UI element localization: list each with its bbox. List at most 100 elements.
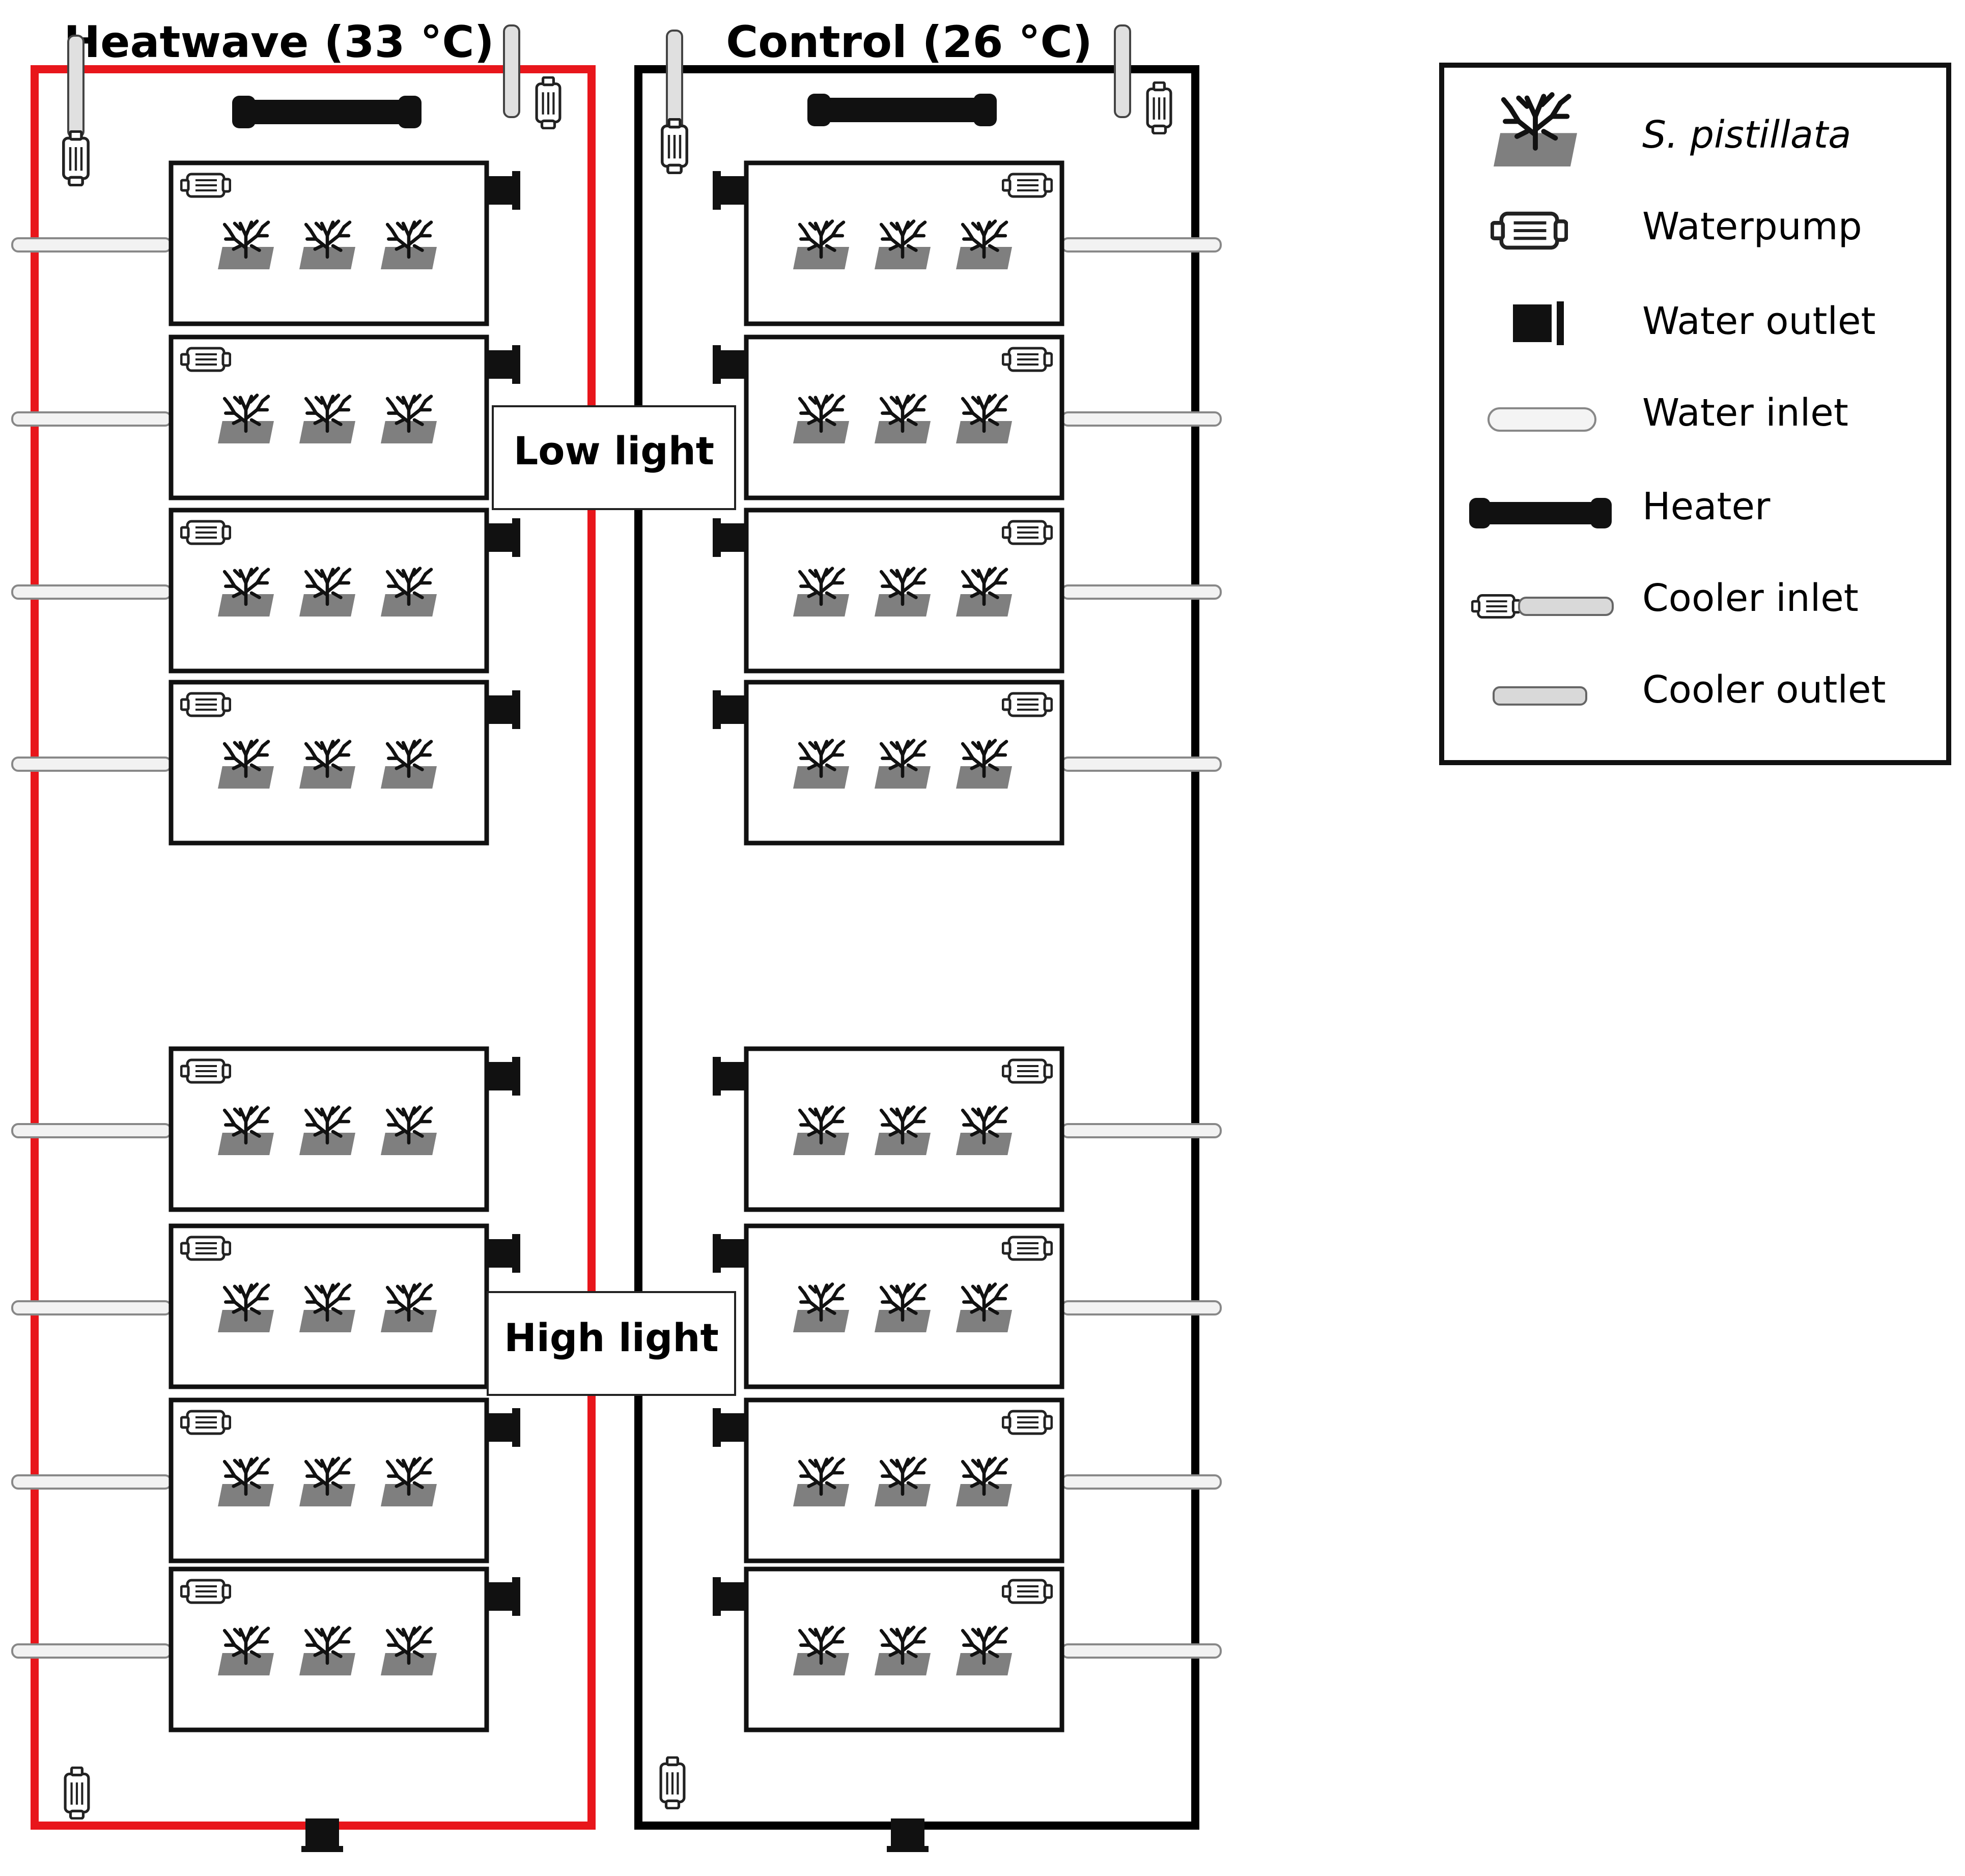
waterpump-icon [1003,1411,1052,1434]
heatwave-main-outlet [305,1818,339,1849]
waterpump-icon [181,1060,230,1082]
water-inlet-pipe [11,584,172,600]
heatwave-cooler-inlet-pump [64,131,88,185]
low-light-label: Low light [514,428,714,473]
water-inlet-pipe [1061,1123,1222,1138]
legend-label-water-inlet: Water inlet [1642,391,1848,435]
waterpump-icon [181,521,230,544]
control-heater-cap-left [807,94,831,126]
waterpump-icon [1003,174,1052,197]
control-low-light-tank-1 [713,160,1222,326]
water-outlet-flange [713,690,721,729]
water-outlet-flange [512,518,520,557]
heatwave-title: Heatwave (33 °C) [64,17,494,68]
waterpump-icon [181,1580,230,1603]
water-outlet-flange [512,345,520,384]
cooler-inlet-icon [1472,595,1614,617]
waterpump-icon [181,348,230,371]
control-system-pump-bottom [661,1757,684,1808]
heatwave-high-light-tank-6 [11,1223,520,1389]
legend-label-cooler-outlet: Cooler outlet [1642,668,1886,712]
heatwave-main-outlet-flange [301,1846,343,1852]
water-outlet [717,1582,746,1611]
water-inlet-pipe [1061,584,1222,600]
heatwave-high-light-tank-5 [11,1046,520,1212]
water-inlet-pipe [11,237,172,253]
legend: S. pistillata Waterpump Water outlet Wat… [1439,63,1951,765]
water-outlet-flange [713,171,721,210]
control-low-light-tank-4 [713,680,1222,846]
control-high-light-tank-7 [713,1397,1222,1563]
control-title: Control (26 °C) [726,17,1092,68]
heater-icon [1469,498,1612,528]
water-inlet-pipe [11,411,172,427]
water-outlet [717,1413,746,1442]
control-high-light-tank-5 [713,1046,1222,1212]
cooler-outlet-icon [1493,686,1587,706]
heatwave-system-pump-top [537,77,560,128]
control-high-light-tank-6 [713,1223,1222,1389]
control-cooler-inlet-pipe [666,30,683,133]
control-heater [807,98,997,122]
water-outlet [487,1582,516,1611]
waterpump-icon [1003,521,1052,544]
legend-label-waterpump: Waterpump [1642,205,1862,248]
control-cooler-inlet-pump [662,119,687,173]
water-outlet [487,350,516,379]
water-inlet-pipe [1061,1643,1222,1659]
control-main-outlet-flange [887,1846,929,1852]
water-inlet-pipe [1061,1300,1222,1315]
high-light-label: High light [504,1315,719,1360]
water-inlet-pipe [11,1123,172,1138]
water-outlet-flange [512,1577,520,1616]
control-heater-cap-right [973,94,997,126]
water-outlet-flange [713,518,721,557]
heatwave-high-light-tank-8 [11,1566,520,1732]
waterpump-icon [1003,1580,1052,1603]
water-inlet-pipe [1061,1474,1222,1490]
water-outlet [487,1413,516,1442]
control-low-light-tank-2 [713,334,1222,500]
water-inlet-pipe [11,1474,172,1490]
heatwave-heater-cap-left [232,96,256,128]
control-cooler-outlet-pipe [1114,24,1131,118]
water-outlet-flange [512,690,520,729]
control-system-pump-top [1147,82,1171,133]
control-main-outlet [891,1818,924,1849]
heatwave-low-light-tank-2 [11,334,520,500]
legend-label-water-outlet: Water outlet [1642,299,1876,343]
water-outlet-flange [512,171,520,210]
heatwave-low-light-tank-4 [11,680,520,846]
water-outlet-flange [713,345,721,384]
water-inlet-pipe [11,1300,172,1315]
water-outlet-flange [713,1408,721,1447]
water-outlet-icon [1513,301,1564,345]
waterpump-icon [1003,1060,1052,1082]
control-low-light-tank-3 [713,508,1222,674]
water-outlet-flange [512,1234,520,1273]
water-inlet-pipe [1061,757,1222,772]
water-outlet [717,1062,746,1090]
waterpump-icon [181,1411,230,1434]
water-inlet-pipe [11,757,172,772]
heatwave-heater-cap-right [398,96,422,128]
heatwave-heater [232,100,422,124]
water-outlet [717,176,746,205]
legend-label-heater: Heater [1642,485,1771,528]
water-outlet-flange [713,1057,721,1096]
water-outlet-flange [713,1234,721,1273]
waterpump-icon [1003,348,1052,371]
heatwave-low-light-tank-3 [11,508,520,674]
water-outlet-flange [512,1408,520,1447]
low-light-label-box: Low light [492,405,736,510]
waterpump-icon [1003,693,1052,716]
heatwave-high-light-tank-7 [11,1397,520,1563]
water-outlet [487,695,516,724]
waterpump-icon [181,1237,230,1259]
water-inlet-icon [1487,407,1596,432]
legend-label-s-pistillata: S. pistillata [1642,113,1851,157]
waterpump-icon [181,693,230,716]
water-inlet-pipe [1061,411,1222,427]
